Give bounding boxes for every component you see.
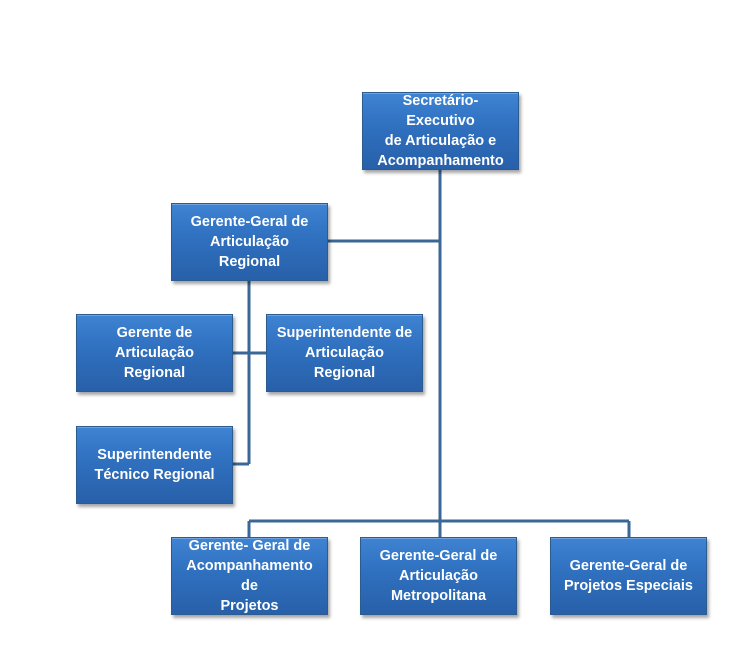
gerente-geral-articulacao-regional-box: Gerente-Geral de Articulação Regional xyxy=(171,203,328,281)
gerente-articulacao-regional-box: Gerente de Articulação Regional xyxy=(76,314,233,392)
gerente-geral-projetos-especiais-box: Gerente-Geral de Projetos Especiais xyxy=(550,537,707,615)
gerente-geral-articulacao-metropolitana-box: Gerente-Geral de Articulação Metropolita… xyxy=(360,537,517,615)
gerente-geral-acompanhamento-projetos-box: Gerente- Geral de Acompanhamento de Proj… xyxy=(171,537,328,615)
secretario-executivo-box: Secretário-Executivo de Articulação e Ac… xyxy=(362,92,519,170)
superintendente-tecnico-regional-box: Superintendente Técnico Regional xyxy=(76,426,233,504)
superintendente-articulacao-regional-box: Superintendente de Articulação Regional xyxy=(266,314,423,392)
